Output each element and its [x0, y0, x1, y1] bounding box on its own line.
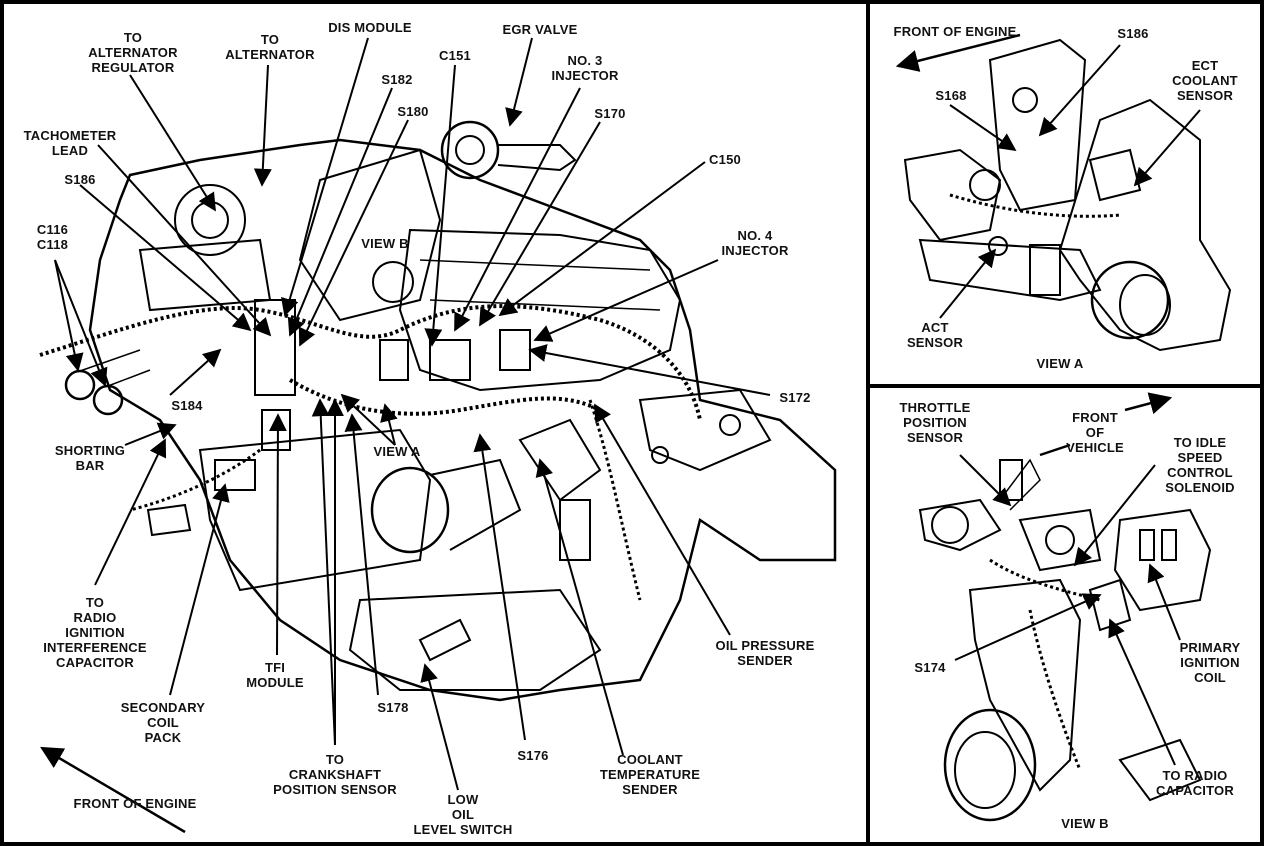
label-no3-injector: NO. 3 INJECTOR	[551, 53, 619, 83]
label-view-a-act-sensor: ACT SENSOR	[906, 320, 964, 350]
view-b-leader-lines	[954, 392, 1181, 766]
label-s186: S186	[64, 172, 96, 187]
label-view-a-front-of-engine: FRONT OF ENGINE	[893, 24, 1017, 39]
label-s182: S182	[381, 72, 413, 87]
label-to-radio-ignition-interference-capacitor: TO RADIO IGNITION INTERFERENCE CAPACITOR	[43, 595, 147, 670]
label-secondary-coil-pack: SECONDARY COIL PACK	[120, 700, 206, 745]
label-view-a-caption: VIEW A	[1036, 356, 1084, 371]
label-view-a-s186: S186	[1117, 26, 1149, 41]
label-no4-injector: NO. 4 INJECTOR	[721, 228, 789, 258]
label-view-b-to-idle-speed-control-solenoid: TO IDLE SPEED CONTROL SOLENOID	[1165, 435, 1235, 495]
label-s172: S172	[779, 390, 811, 405]
label-s176: S176	[517, 748, 549, 763]
label-view-a-ect-coolant-sensor: ECT COOLANT SENSOR	[1172, 58, 1238, 103]
label-to-crankshaft-position-sensor: TO CRANKSHAFT POSITION SENSOR	[273, 752, 397, 797]
label-view-b-front-of-vehicle: FRONT OF VEHICLE	[1066, 410, 1124, 455]
label-c150: C150	[709, 152, 741, 167]
label-s170: S170	[594, 106, 626, 121]
label-oil-pressure-sender: OIL PRESSURE SENDER	[715, 638, 815, 668]
label-dis-module: DIS MODULE	[328, 20, 412, 35]
label-c151: C151	[439, 48, 471, 63]
label-tachometer-lead: TACHOMETER LEAD	[23, 128, 117, 158]
view-b-drawing	[918, 458, 1212, 822]
view-b-frame	[866, 384, 1264, 846]
label-s178: S178	[377, 700, 409, 715]
label-s180: S180	[397, 104, 429, 119]
main-leader-lines	[40, 37, 771, 834]
label-view-a-s168: S168	[935, 88, 967, 103]
label-s184: S184	[171, 398, 203, 413]
label-view-b: VIEW B	[361, 236, 409, 251]
label-view-a: VIEW A	[373, 444, 421, 459]
label-shorting-bar: SHORTING BAR	[54, 443, 126, 473]
label-egr-valve: EGR VALVE	[502, 22, 578, 37]
label-view-b-caption: VIEW B	[1061, 816, 1109, 831]
label-view-b-primary-ignition-coil: PRIMARY IGNITION COIL	[1179, 640, 1241, 685]
label-view-b-to-radio-capacitor: TO RADIO CAPACITOR	[1156, 768, 1234, 798]
label-front-of-engine: FRONT OF ENGINE	[73, 796, 197, 811]
label-to-alternator: TO ALTERNATOR	[225, 32, 315, 62]
label-low-oil-level-switch: LOW OIL LEVEL SWITCH	[413, 792, 513, 837]
label-view-b-s174: S174	[914, 660, 946, 675]
view-a-leader-lines	[895, 33, 1201, 319]
label-view-b-throttle-position-sensor: THROTTLE POSITION SENSOR	[899, 400, 971, 445]
label-c116-c118: C116 C118	[36, 222, 69, 252]
label-to-alternator-regulator: TO ALTERNATOR REGULATOR	[88, 30, 178, 75]
view-a-drawing	[903, 38, 1232, 352]
label-coolant-temperature-sender: COOLANT TEMPERATURE SENDER	[599, 752, 701, 797]
label-tfi-module: TFI MODULE	[246, 660, 304, 690]
